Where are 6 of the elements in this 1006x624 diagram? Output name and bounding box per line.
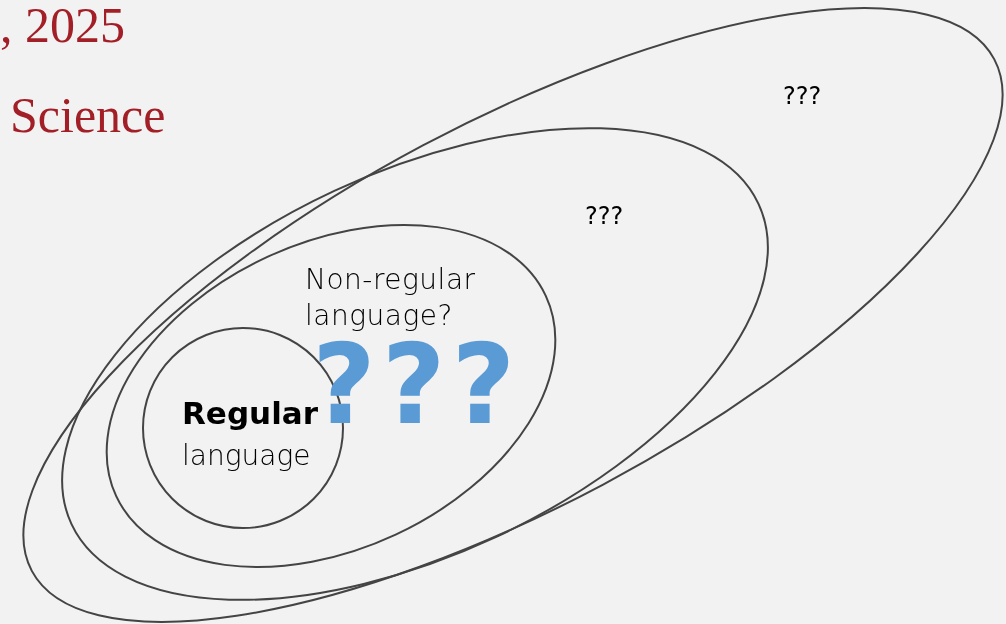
set-label: ???	[585, 201, 624, 232]
title-text: , 2025	[0, 0, 125, 50]
set-label: Non-regular language?	[305, 262, 477, 334]
set-label: language	[182, 438, 311, 474]
title-text: Science	[10, 90, 166, 140]
set-label: ???	[783, 81, 822, 112]
